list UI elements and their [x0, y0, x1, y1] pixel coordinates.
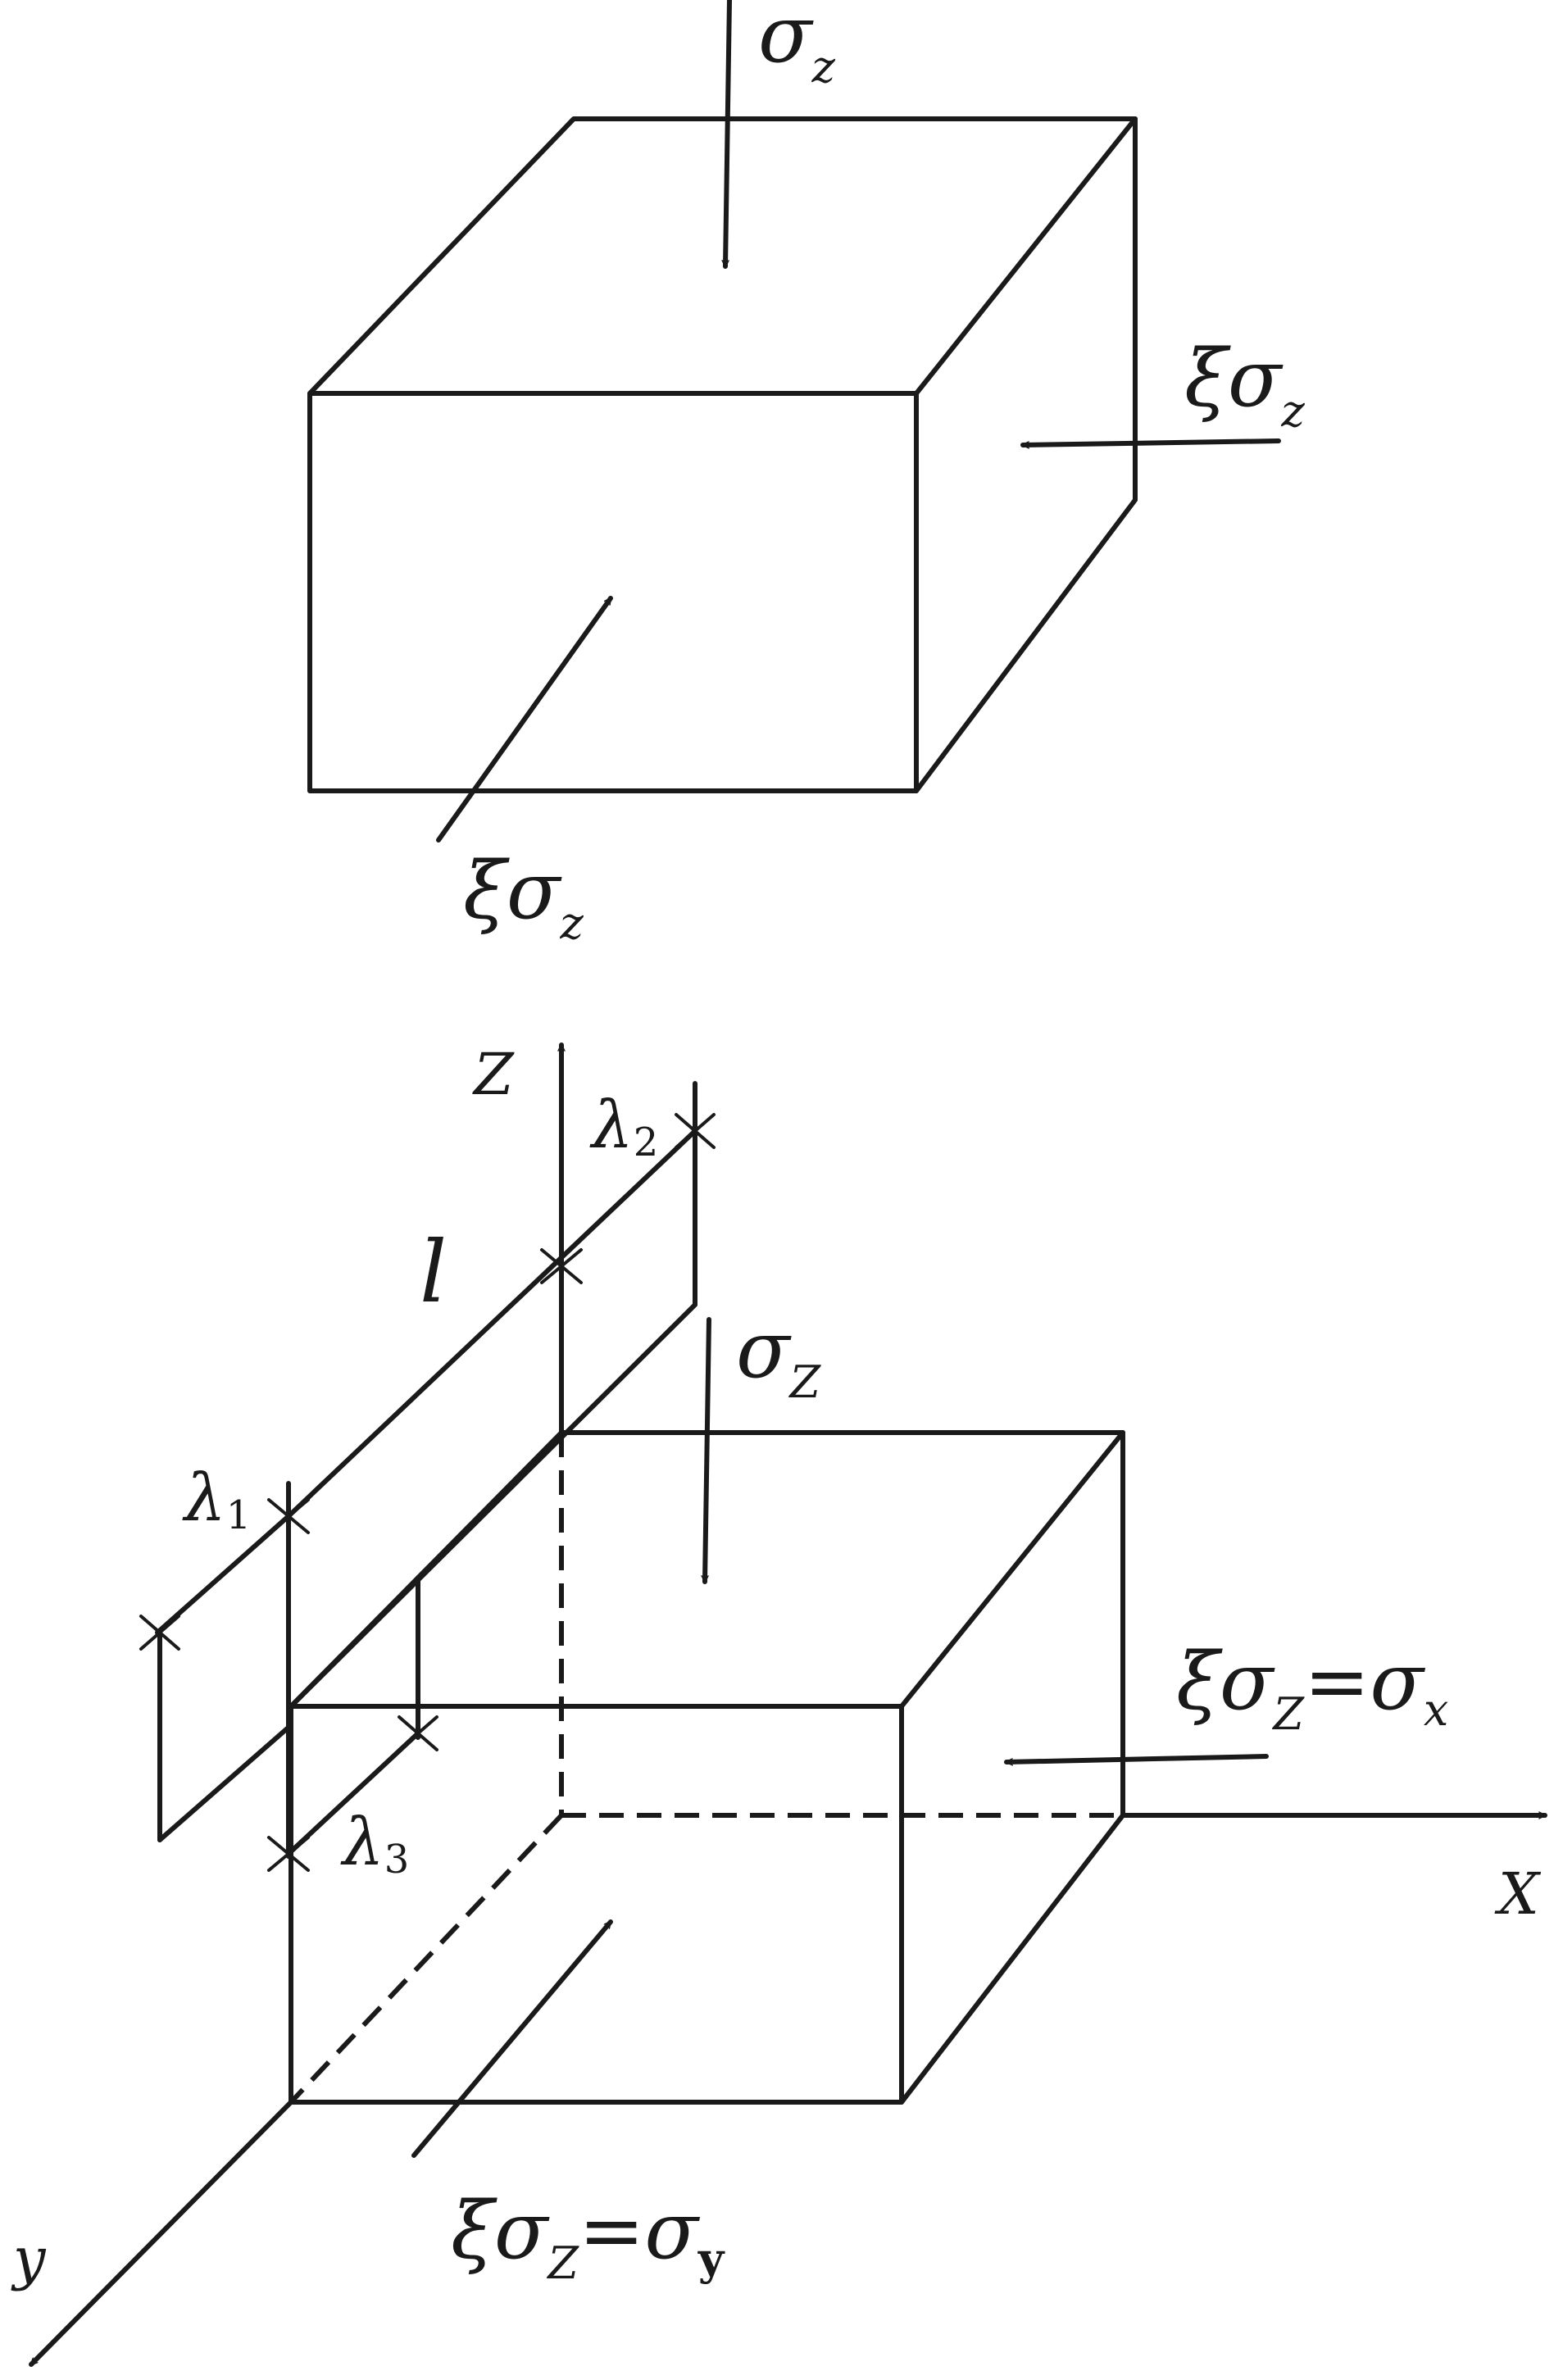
y-axis	[29, 2100, 293, 2367]
tick-lambda3	[398, 1715, 438, 1751]
lambda1-line	[155, 1514, 291, 1635]
lambda3-label: λ3	[340, 1804, 409, 1883]
bottom-cube-right-edges	[899, 1430, 1125, 2105]
bottom-sigma-z-arrow	[705, 1317, 711, 1584]
bottom-front-arrow	[411, 1919, 613, 2158]
bottom-right-arrow	[1004, 1754, 1269, 1762]
tick-left	[139, 1615, 180, 1651]
top-cube-front-face	[307, 391, 919, 793]
tick-l	[540, 1248, 583, 1284]
top-sigma-z-arrow	[725, 0, 732, 269]
top-sigma-z-label: σz	[758, 0, 836, 93]
lambda3-diagonal	[286, 1731, 420, 1856]
y-axis-label: y	[11, 2225, 47, 2292]
construction-lines	[139, 1081, 716, 1872]
x-axis-label: X	[1494, 1860, 1542, 1928]
bottom-front-label: ξσZ=σy	[451, 2185, 725, 2289]
l-line	[286, 1129, 697, 1519]
top-cube	[307, 116, 1138, 793]
lambda1-label: λ1	[182, 1460, 251, 1538]
top-right-arrow	[1020, 438, 1281, 445]
top-right-label: ξσz	[1184, 333, 1305, 437]
lower-left-diagonal	[157, 1723, 293, 1842]
tick-lambda2	[675, 1113, 716, 1149]
top-cube-top-face	[307, 116, 1138, 396]
bottom-right-label: ξσZ=σx	[1176, 1636, 1448, 1740]
tick-lambda1	[267, 1498, 310, 1534]
bottom-sigma-z-label: σZ	[736, 1304, 822, 1408]
l-label: l	[420, 1222, 447, 1322]
top-front-label: ξσz	[463, 845, 584, 949]
diagonal-plane-edge	[289, 1302, 697, 1709]
top-cube-right-face	[914, 116, 1138, 793]
z-axis-label: Z	[472, 1041, 515, 1108]
tick-bottom	[267, 1836, 310, 1872]
hidden-edge-y	[289, 1813, 564, 2105]
lambda2-label: λ2	[589, 1087, 658, 1165]
top-front-arrow	[436, 596, 613, 843]
